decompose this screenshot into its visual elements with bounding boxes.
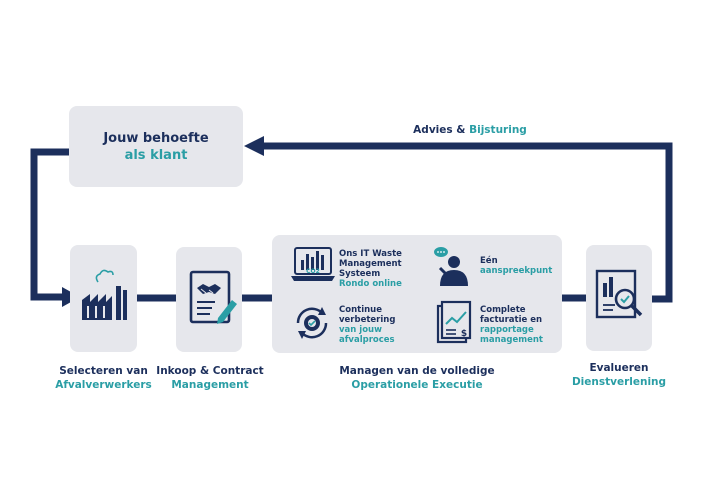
service-improvement: Continue verbetering van jouw afvalproce…: [339, 305, 409, 345]
factory-icon: [82, 269, 127, 320]
service-it-line1: Ons IT Waste: [339, 249, 402, 259]
contract-handshake-icon: [189, 270, 237, 324]
service-it-system: Ons IT Waste Management Systeem Rondo on…: [339, 249, 409, 289]
step-contract-line1: Inkoop & Contract: [156, 365, 264, 377]
service-invoicing-line1: Complete: [480, 305, 526, 315]
service-contact: Eén aanspreekpunt: [480, 256, 555, 276]
step-evaluate-line1: Evalueren: [589, 362, 649, 374]
service-improvement-line2: verbetering: [339, 315, 396, 325]
step-evaluate-line2: Dienstverlening: [571, 376, 667, 388]
step-operations-line1: Managen van de volledige: [339, 365, 495, 377]
step-operations-line2: Operationele Executie: [351, 379, 483, 391]
service-improvement-sub: van jouw afvalproces: [339, 325, 395, 345]
evaluate-chart-magnifier-icon: [595, 269, 643, 319]
step-evaluate-label: Evalueren Dienstverlening: [564, 361, 674, 389]
service-contact-line1: Eén: [480, 256, 498, 266]
service-invoicing-sub: rapportage management: [480, 325, 543, 345]
need-line2: als klant: [124, 148, 188, 163]
service-it-line2: Management: [339, 259, 402, 269]
need-line1: Jouw behoefte: [103, 131, 209, 146]
service-it-line3: Systeem: [339, 269, 381, 279]
continuous-improvement-icon: [296, 307, 328, 339]
step-operations-label: Managen van de volledige Operationele Ex…: [317, 364, 517, 392]
customer-need-title: Jouw behoefte als klant: [69, 130, 243, 164]
step-select-label: Selecteren van Afvalverwerkers: [45, 364, 162, 392]
svg-text:$: $: [461, 329, 467, 339]
service-invoicing: Complete facturatie en rapportage manage…: [480, 305, 555, 345]
step-contract-label: Inkoop & Contract Management: [150, 364, 270, 392]
service-improvement-line1: Continue: [339, 305, 382, 315]
customer-need-box: [69, 106, 243, 187]
service-it-sub: Rondo online: [339, 279, 402, 289]
svg-text:CO2: CO2: [306, 268, 320, 275]
service-contact-sub: aanspreekpunt: [480, 266, 553, 276]
feedback-part1: Advies &: [413, 124, 470, 136]
invoice-report-icon: $: [436, 300, 472, 344]
step-contract-line2: Management: [171, 379, 249, 391]
contact-person-icon: [434, 247, 468, 286]
step-contract-box: [176, 247, 242, 352]
feedback-label: Advies & Bijsturing: [410, 124, 530, 136]
step-select-line2: Afvalverwerkers: [55, 379, 152, 391]
service-invoicing-line2: facturatie en: [480, 315, 543, 325]
feedback-part2: Bijsturing: [469, 124, 527, 136]
co2-laptop-icon: CO2: [291, 247, 335, 281]
step-select-line1: Selecteren van: [59, 365, 148, 377]
